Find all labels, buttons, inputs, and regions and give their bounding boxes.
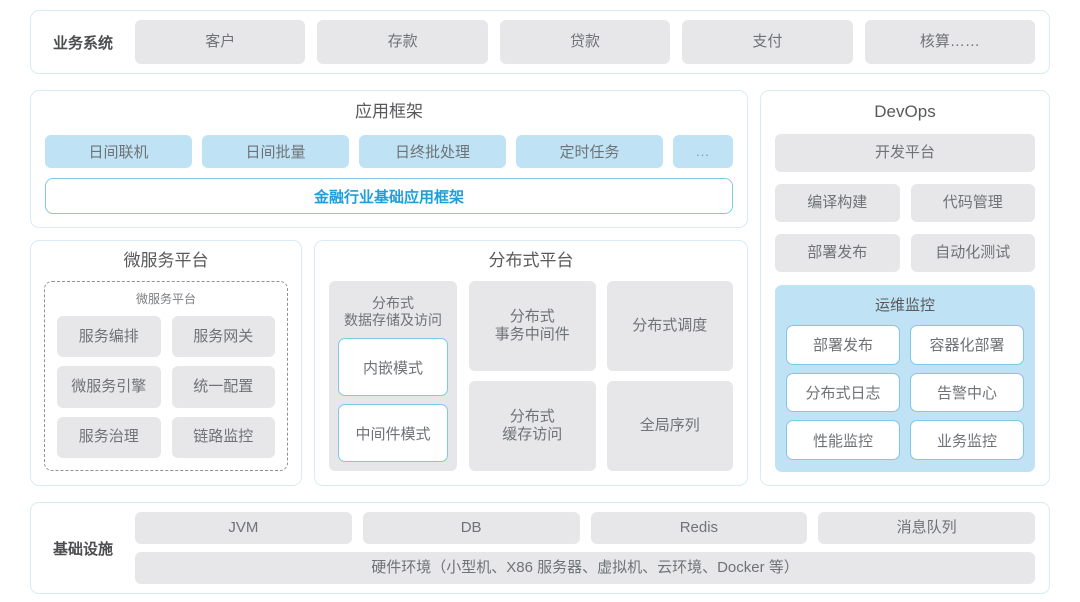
distributed-platform-body: 分布式 数据存储及访问 内嵌模式 中间件模式 分布式 事务中间件 分布式调度 分… (329, 281, 733, 471)
ops-tile-performance-monitoring[interactable]: 性能监控 (786, 420, 900, 460)
microservice-tiles: 服务编排 服务网关 微服务引擎 统一配置 服务治理 链路监控 (57, 316, 275, 458)
lower-left-area: 微服务平台 微服务平台 服务编排 服务网关 微服务引擎 统一配置 服务治理 链路… (30, 240, 748, 486)
infrastructure-row: 基础设施 JVM DB Redis 消息队列 硬件环境（小型机、X86 服务器、… (30, 502, 1050, 594)
infrastructure-label: 基础设施 (52, 540, 113, 558)
ops-tile-distributed-logging[interactable]: 分布式日志 (786, 372, 900, 413)
ops-monitoring-section: 运维监控 部署发布 容器化部署 分布式日志 告警中心 性能监控 业务监控 (775, 285, 1035, 472)
infrastructure-content: JVM DB Redis 消息队列 硬件环境（小型机、X86 服务器、虚拟机、云… (135, 512, 1035, 584)
application-framework-tiles: 日间联机 日间批量 日终批处理 定时任务 ... (45, 135, 733, 168)
micro-tile-service-gateway[interactable]: 服务网关 (171, 316, 275, 358)
appfw-tile-daytime-batch[interactable]: 日间批量 (202, 135, 349, 168)
devops-row-2: 部署发布 自动化测试 (775, 234, 1035, 272)
distributed-platform-tiles: 分布式 事务中间件 分布式调度 分布式 缓存访问 全局序列 (469, 281, 733, 471)
devops-tile-code-management[interactable]: 代码管理 (910, 184, 1035, 222)
ops-tile-business-monitoring[interactable]: 业务监控 (910, 420, 1024, 460)
business-tile-accounting[interactable]: 核算…… (864, 20, 1036, 64)
infra-tile-db[interactable]: DB (362, 512, 580, 544)
business-systems-row: 业务系统 客户 存款 贷款 支付 核算…… (30, 10, 1050, 74)
microservice-platform-title: 微服务平台 (123, 251, 209, 270)
infrastructure-tiles: JVM DB Redis 消息队列 (135, 512, 1035, 544)
ops-monitoring-title: 运维监控 (874, 297, 935, 314)
distributed-storage-title: 分布式 数据存储及访问 (344, 295, 442, 329)
dist-tile-scheduling[interactable]: 分布式调度 (606, 281, 733, 371)
devops-row-1: 编译构建 代码管理 (775, 184, 1035, 222)
infra-tile-jvm[interactable]: JVM (135, 512, 352, 544)
devops-tile-dev-platform[interactable]: 开发平台 (775, 134, 1035, 172)
business-tile-loan[interactable]: 贷款 (499, 20, 671, 64)
devops-tile-automated-testing[interactable]: 自动化测试 (910, 234, 1035, 272)
dist-tile-cache-access[interactable]: 分布式 缓存访问 (469, 381, 596, 471)
middle-area: 应用框架 日间联机 日间批量 日终批处理 定时任务 ... 金融行业基础应用框架… (30, 90, 1050, 486)
dist-tile-transaction-middleware[interactable]: 分布式 事务中间件 (469, 281, 596, 371)
business-systems-tiles: 客户 存款 贷款 支付 核算…… (135, 20, 1036, 64)
micro-tile-unified-config[interactable]: 统一配置 (171, 366, 275, 408)
micro-tile-trace-monitoring[interactable]: 链路监控 (171, 416, 275, 458)
application-framework-title: 应用框架 (355, 102, 423, 121)
business-tile-deposit[interactable]: 存款 (317, 20, 488, 64)
microservice-inner-box: 微服务平台 服务编排 服务网关 微服务引擎 统一配置 服务治理 链路监控 (44, 281, 288, 471)
distributed-platform-panel: 分布式平台 分布式 数据存储及访问 内嵌模式 中间件模式 分布式 事务中间件 分… (314, 240, 748, 486)
middle-left-column: 应用框架 日间联机 日间批量 日终批处理 定时任务 ... 金融行业基础应用框架… (30, 90, 748, 486)
infra-tile-hardware-environment[interactable]: 硬件环境（小型机、X86 服务器、虚拟机、云环境、Docker 等） (135, 552, 1035, 584)
microservice-platform-panel: 微服务平台 微服务平台 服务编排 服务网关 微服务引擎 统一配置 服务治理 链路… (30, 240, 302, 486)
business-tile-payment[interactable]: 支付 (682, 20, 853, 64)
appfw-tile-daytime-online[interactable]: 日间联机 (45, 135, 192, 168)
micro-tile-service-orchestration[interactable]: 服务编排 (57, 316, 161, 358)
ops-tile-containerized-deploy[interactable]: 容器化部署 (910, 325, 1024, 365)
financial-base-framework-bar[interactable]: 金融行业基础应用框架 (45, 178, 733, 214)
ops-monitoring-tiles: 部署发布 容器化部署 分布式日志 告警中心 性能监控 业务监控 (786, 325, 1024, 460)
distributed-platform-title: 分布式平台 (488, 251, 574, 270)
storage-mode-embedded[interactable]: 内嵌模式 (338, 338, 448, 397)
appfw-tile-scheduled-task[interactable]: 定时任务 (516, 135, 663, 168)
business-tile-customer[interactable]: 客户 (135, 20, 306, 64)
micro-tile-microservice-engine[interactable]: 微服务引擎 (57, 366, 161, 408)
ops-tile-deploy-release[interactable]: 部署发布 (786, 325, 900, 365)
infra-tile-message-queue[interactable]: 消息队列 (818, 512, 1035, 544)
business-systems-label: 业务系统 (52, 34, 113, 52)
application-framework-panel: 应用框架 日间联机 日间批量 日终批处理 定时任务 ... 金融行业基础应用框架 (30, 90, 748, 228)
infra-tile-redis[interactable]: Redis (590, 512, 808, 544)
devops-title: DevOps (874, 102, 936, 121)
appfw-tile-more[interactable]: ... (673, 135, 733, 168)
devops-panel: DevOps 开发平台 编译构建 代码管理 部署发布 自动化测试 运维监控 部署… (760, 90, 1050, 486)
micro-tile-service-governance[interactable]: 服务治理 (57, 416, 161, 458)
storage-mode-middleware[interactable]: 中间件模式 (338, 404, 448, 462)
devops-tile-deploy-release[interactable]: 部署发布 (775, 234, 900, 272)
devops-tile-compile-build[interactable]: 编译构建 (775, 184, 900, 222)
microservice-inner-title: 微服务平台 (135, 292, 196, 306)
ops-tile-alert-center[interactable]: 告警中心 (910, 372, 1024, 413)
distributed-storage-tile[interactable]: 分布式 数据存储及访问 内嵌模式 中间件模式 (329, 281, 457, 471)
dist-tile-global-sequence[interactable]: 全局序列 (606, 381, 733, 471)
appfw-tile-eod-batch[interactable]: 日终批处理 (359, 135, 506, 168)
